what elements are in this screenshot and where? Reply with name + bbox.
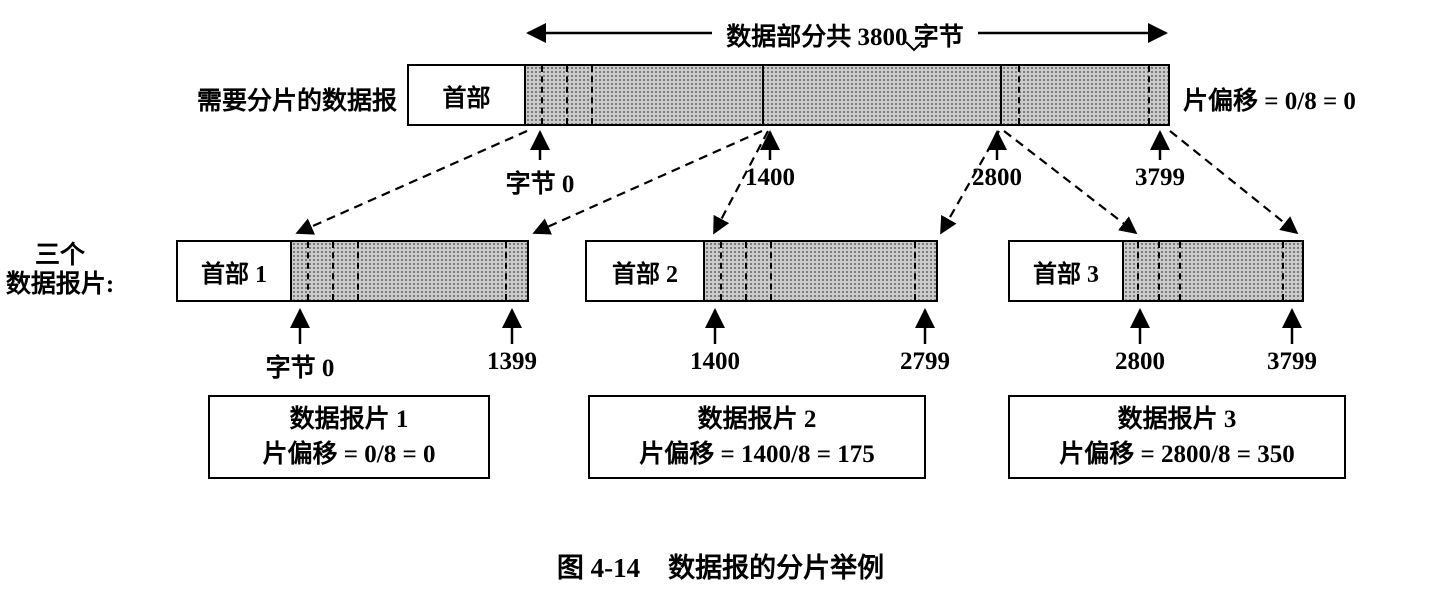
dashed-divider bbox=[541, 66, 543, 124]
dashed-divider bbox=[307, 242, 309, 300]
original-datagram-data bbox=[526, 66, 1168, 124]
fragment-1-title: 数据报片 1 bbox=[289, 406, 409, 433]
dashed-divider bbox=[1018, 66, 1020, 124]
fragment-1-box: 首部 1 bbox=[176, 240, 529, 302]
data-span-label: 数据部分共 3800 字节 bbox=[726, 24, 964, 51]
fragment-3-header: 首部 3 bbox=[1010, 242, 1124, 300]
fragment-2-start-marker: 1400 bbox=[690, 348, 740, 375]
original-datagram-box: 首部 bbox=[407, 64, 1170, 126]
fragment-2-end-marker: 2799 bbox=[900, 348, 950, 375]
dashed-divider bbox=[505, 242, 507, 300]
dashed-divider bbox=[357, 242, 359, 300]
fragments-group-label-line1: 三个 bbox=[34, 242, 85, 269]
fragment-3-start-marker: 2800 bbox=[1115, 348, 1165, 375]
dashed-divider bbox=[720, 242, 722, 300]
dashed-divider bbox=[1282, 242, 1284, 300]
fragment-3-offset: 片偏移 = 2800/8 = 350 bbox=[1059, 441, 1295, 468]
dashed-divider bbox=[745, 242, 747, 300]
dashed-divider bbox=[770, 242, 772, 300]
dashed-divider bbox=[1179, 242, 1181, 300]
fragment-3-title: 数据报片 3 bbox=[1117, 406, 1237, 433]
byte-marker-2800: 2800 bbox=[972, 164, 1022, 191]
fragment-1-end-marker: 1399 bbox=[487, 348, 537, 375]
fragment-1-data bbox=[292, 242, 527, 300]
byte-marker-0: 字节 0 bbox=[505, 171, 575, 198]
figure-caption: 图 4-14 数据报的分片举例 bbox=[0, 546, 1441, 585]
fragment-2-offset: 片偏移 = 1400/8 = 175 bbox=[639, 441, 875, 468]
fragment-1-offset: 片偏移 = 0/8 = 0 bbox=[262, 441, 436, 468]
dashed-divider bbox=[332, 242, 334, 300]
fragment-2-info-box: 数据报片 2 片偏移 = 1400/8 = 175 bbox=[588, 395, 926, 479]
byte-marker-3799: 3799 bbox=[1135, 164, 1185, 191]
fragment-1-start-marker: 字节 0 bbox=[265, 355, 335, 382]
solid-divider bbox=[1000, 66, 1002, 124]
dashed-divider bbox=[1148, 66, 1150, 124]
solid-divider bbox=[762, 66, 764, 124]
fragment-3-end-marker: 3799 bbox=[1267, 348, 1317, 375]
dashed-divider bbox=[1158, 242, 1160, 300]
figure-caption-number: 图 4-14 bbox=[556, 553, 641, 583]
fragment-3-box: 首部 3 bbox=[1008, 240, 1304, 302]
fragments-group-label: 三个 数据报片: bbox=[0, 241, 120, 299]
fragment-2-box: 首部 2 bbox=[585, 240, 938, 302]
dashed-divider bbox=[566, 66, 568, 124]
dashed-divider bbox=[914, 242, 916, 300]
fragment-2-header: 首部 2 bbox=[587, 242, 705, 300]
fragment-1-info-box: 数据报片 1 片偏移 = 0/8 = 0 bbox=[208, 395, 490, 479]
dashed-divider bbox=[591, 66, 593, 124]
fragments-group-label-line2: 数据报片: bbox=[5, 271, 115, 298]
dashed-divider bbox=[1137, 242, 1139, 300]
byte-marker-1400: 1400 bbox=[745, 164, 795, 191]
offset-label-top: 片偏移 = 0/8 = 0 bbox=[1183, 88, 1356, 115]
figure-caption-title: 数据报的分片举例 bbox=[668, 553, 885, 583]
fragment-2-title: 数据报片 2 bbox=[697, 406, 817, 433]
original-datagram-header: 首部 bbox=[409, 66, 526, 124]
fragment-3-info-box: 数据报片 3 片偏移 = 2800/8 = 350 bbox=[1008, 395, 1346, 479]
original-datagram-label: 需要分片的数据报 bbox=[196, 88, 397, 115]
fragment-1-header: 首部 1 bbox=[178, 242, 292, 300]
fragment-3-data bbox=[1124, 242, 1302, 300]
fragment-2-data bbox=[705, 242, 936, 300]
